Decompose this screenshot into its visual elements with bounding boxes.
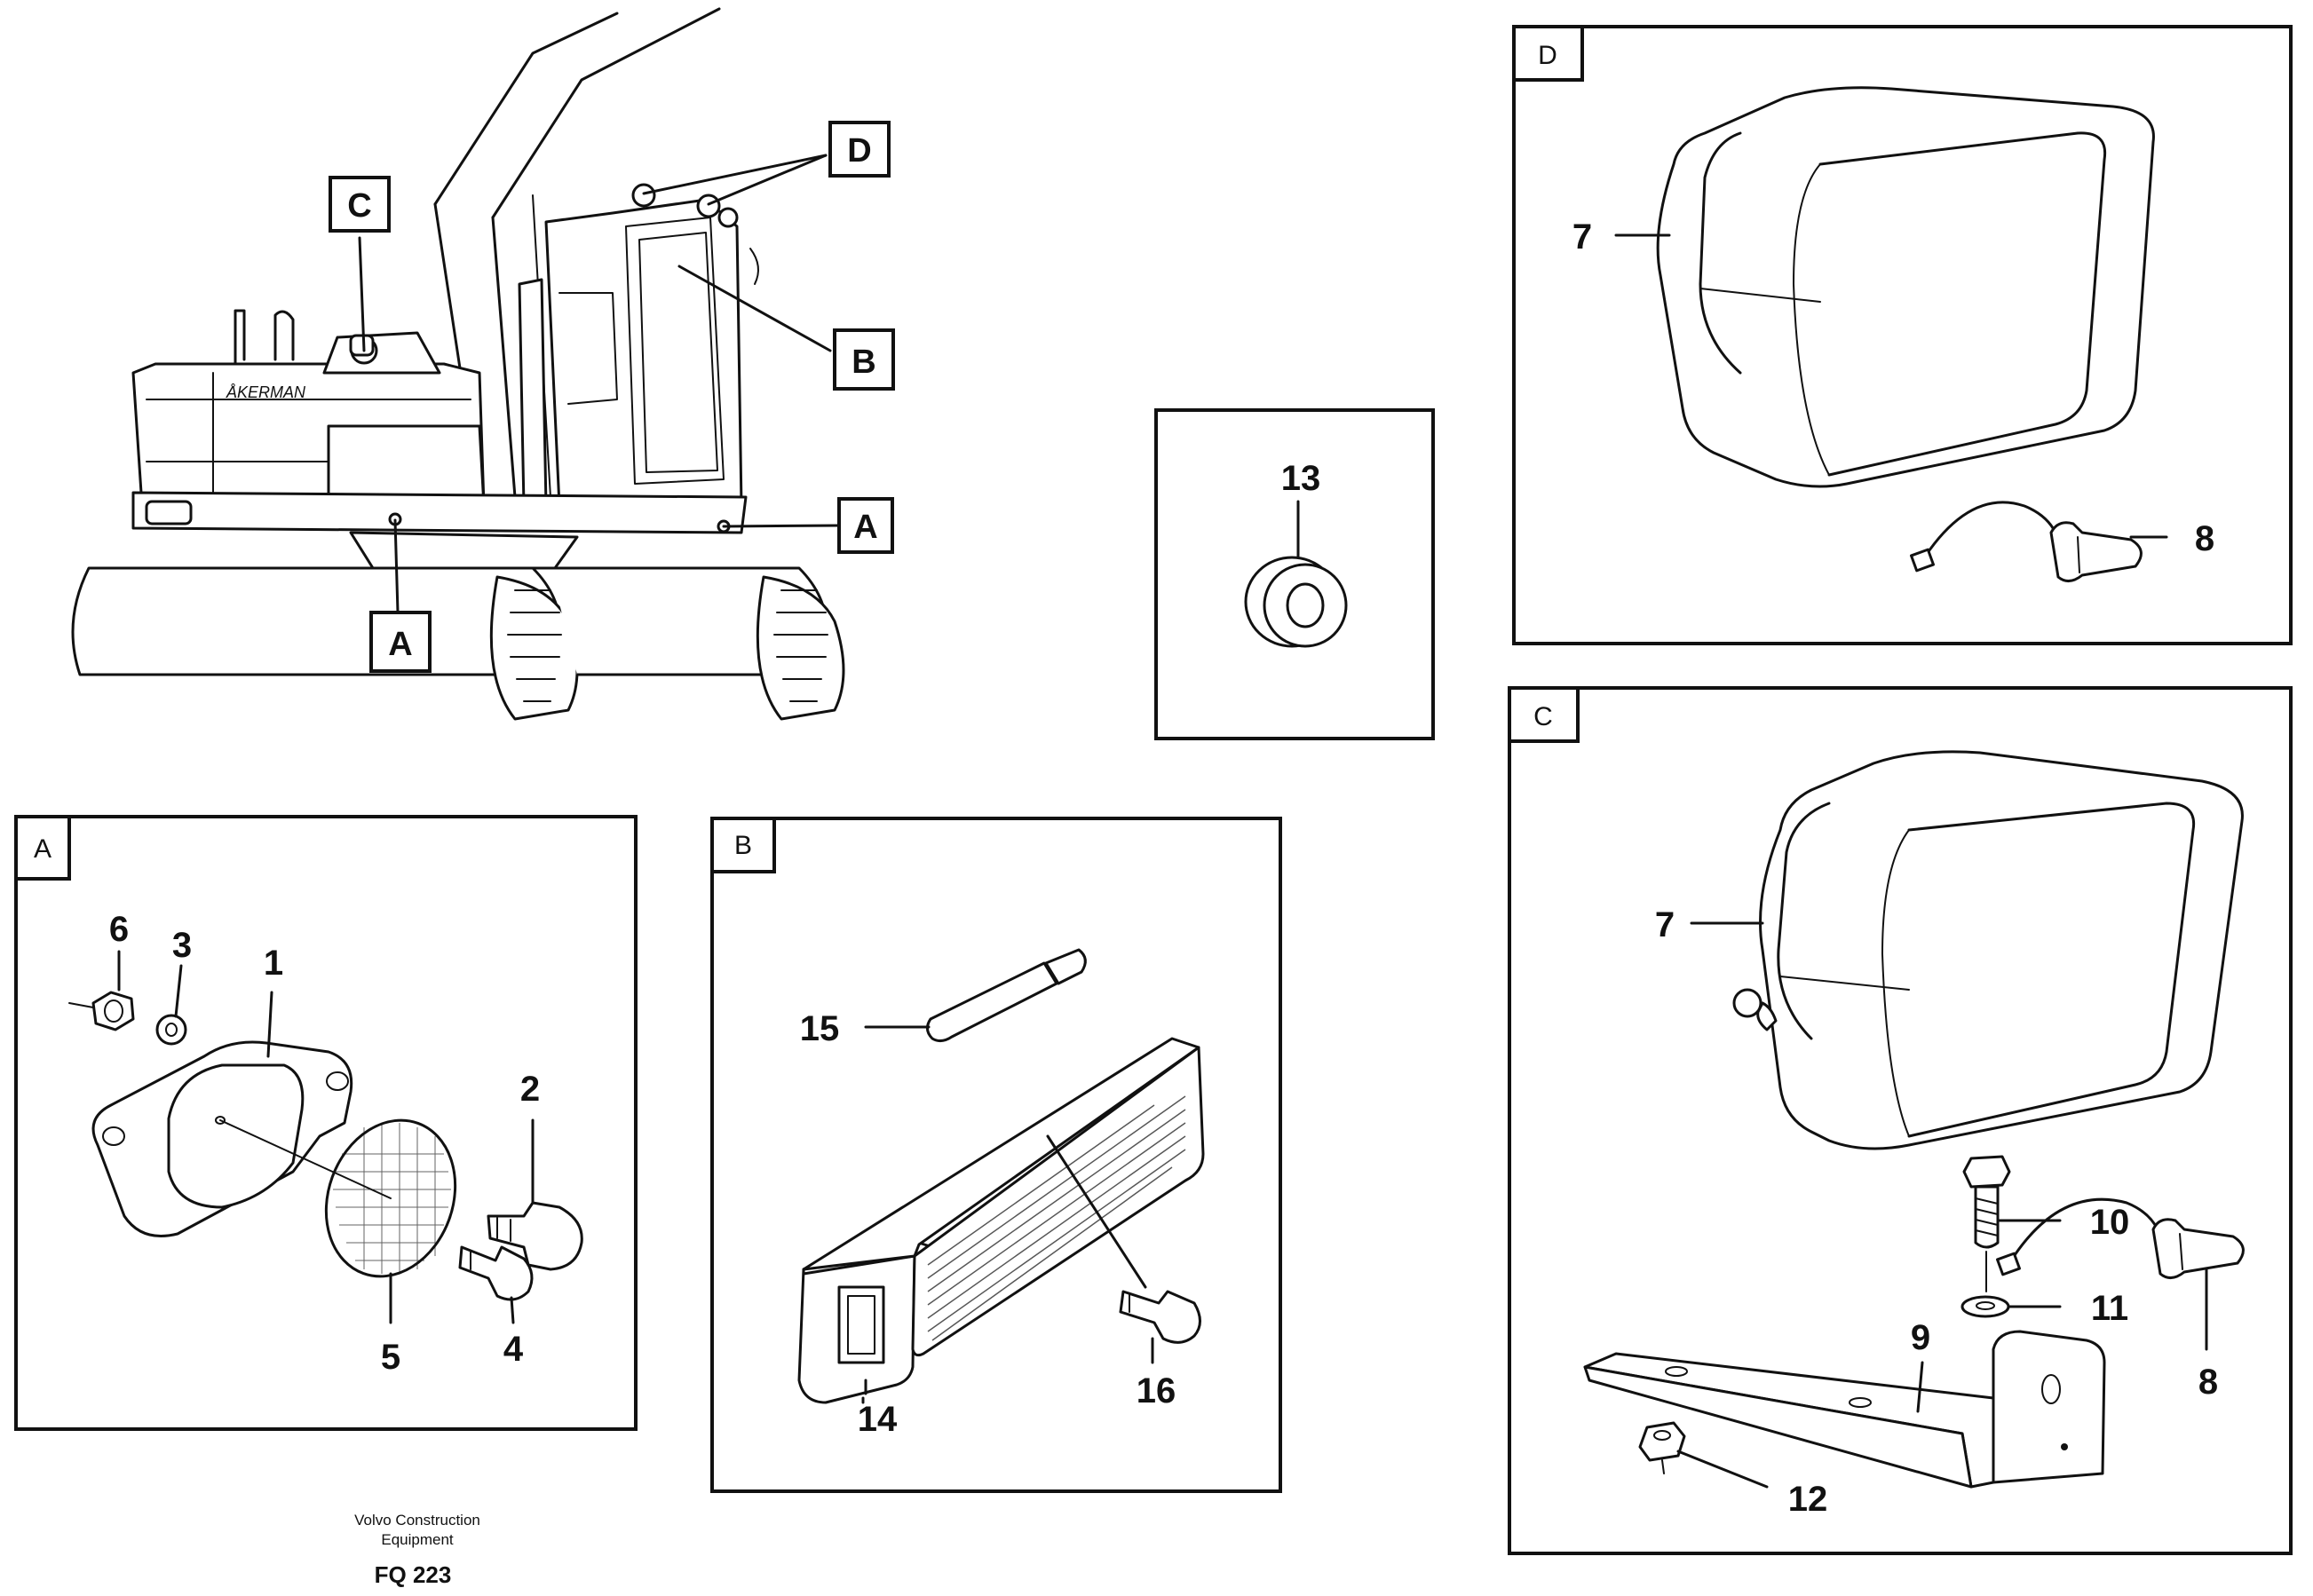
tag-c: C xyxy=(329,176,391,233)
panel-c-label: C xyxy=(1533,702,1553,731)
part-12-label: 12 xyxy=(1788,1480,1828,1519)
tag-a-side: A xyxy=(837,497,894,554)
part-14-label: 14 xyxy=(858,1400,898,1439)
part-5-label: 5 xyxy=(381,1338,400,1377)
excavator-overview: ÅKERMAN xyxy=(71,7,845,721)
brand-mark: ÅKERMAN xyxy=(226,383,306,401)
svg-text:A: A xyxy=(388,626,412,663)
footer-line2: Equipment xyxy=(381,1531,454,1548)
panel-a: A 6 3 1 2 5 xyxy=(14,815,638,1431)
footer-line1: Volvo Construction xyxy=(354,1512,480,1529)
tag-b: B xyxy=(833,328,895,391)
part-1-label: 1 xyxy=(264,944,283,983)
panel-c: C 7 8 xyxy=(1508,686,2293,1555)
panel-d: D 7 8 xyxy=(1512,25,2293,645)
part-11-label: 11 xyxy=(2091,1289,2128,1328)
part-10-label: 10 xyxy=(2090,1203,2130,1242)
svg-text:B: B xyxy=(852,344,875,381)
part-4-label: 6 xyxy=(109,910,129,949)
panel-b-label: B xyxy=(734,831,752,860)
part-7-label-d: 7 xyxy=(1572,217,1592,257)
panel-b: B 15 14 16 xyxy=(710,817,1282,1493)
svg-text:D: D xyxy=(847,132,871,170)
footer-code: FQ 223 xyxy=(375,1561,452,1588)
panel-d-label: D xyxy=(1538,41,1557,70)
part-8-label-d: 8 xyxy=(2195,519,2214,558)
tag-a-bottom: A xyxy=(369,611,432,673)
part-9-label: 9 xyxy=(1911,1318,1930,1357)
svg-text:C: C xyxy=(347,187,371,225)
panel-grommet: 13 xyxy=(1154,408,1435,740)
part-3-label: 3 xyxy=(172,926,192,965)
part-6-label: 4 xyxy=(503,1330,524,1369)
part-15-label: 15 xyxy=(800,1009,840,1048)
part-2-label: 2 xyxy=(520,1070,540,1109)
tag-d: D xyxy=(828,121,891,178)
panel-a-label: A xyxy=(34,834,51,864)
part-16-label: 16 xyxy=(1137,1371,1176,1410)
part-13-label: 13 xyxy=(1281,459,1321,498)
overview-leaders xyxy=(358,154,841,614)
footer: Volvo Construction Equipment FQ 223 xyxy=(354,1512,480,1588)
part-7-label-c: 7 xyxy=(1655,905,1675,944)
svg-text:A: A xyxy=(853,509,877,546)
part-8-label-c: 8 xyxy=(2198,1363,2218,1402)
